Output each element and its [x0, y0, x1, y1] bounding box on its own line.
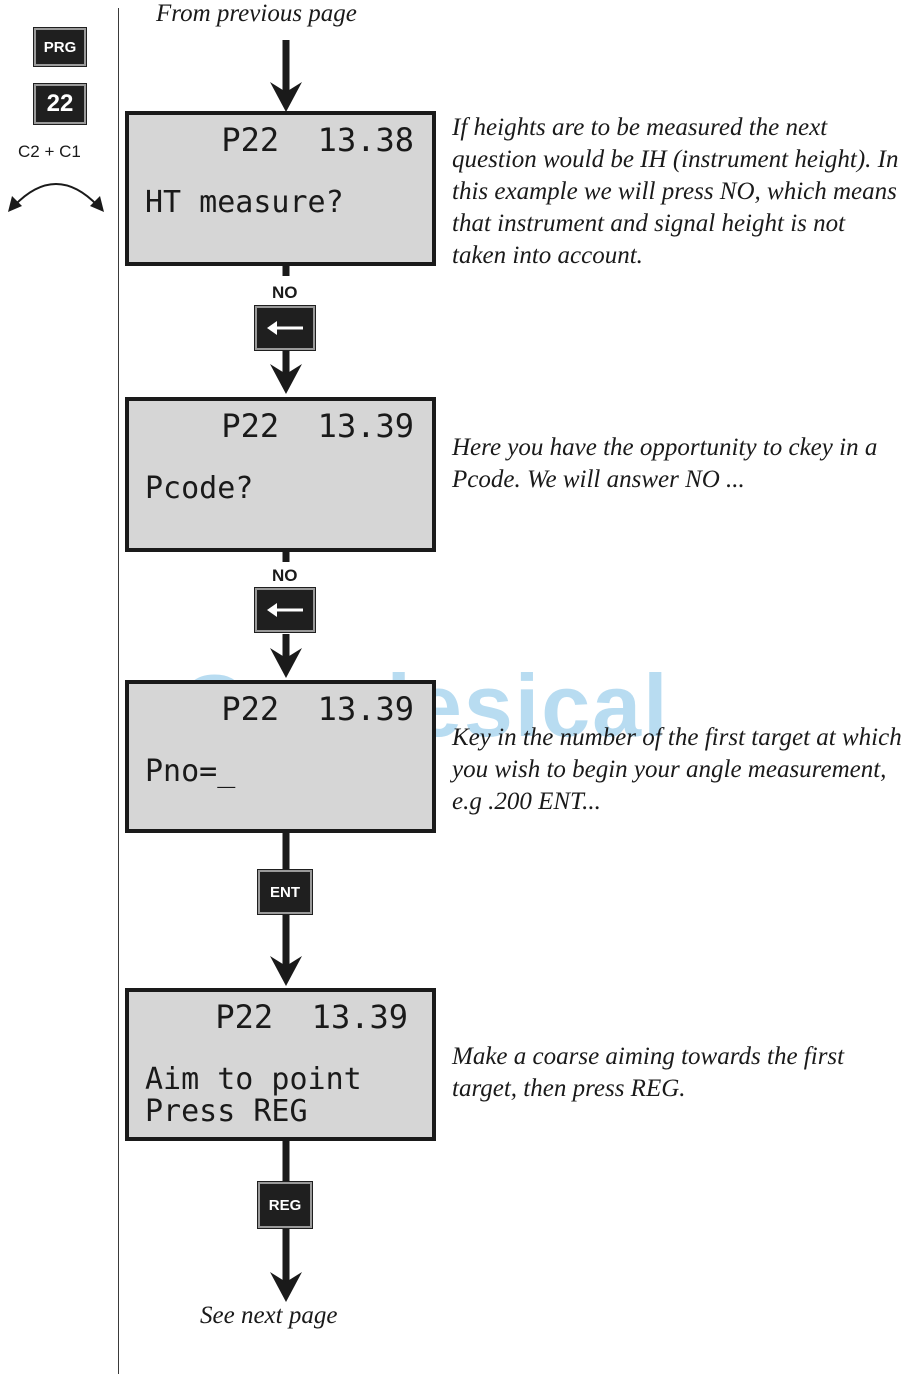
screen-4-line-1: P22 13.39: [215, 998, 408, 1036]
swap-arrow-icon: [8, 183, 104, 212]
reg-key-label: REG: [268, 1196, 302, 1214]
screen-1-line-2: HT measure?: [145, 185, 344, 220]
lcd-screen-2: P22 13.39 Pcode?: [125, 397, 436, 552]
ent-key-label: ENT: [270, 883, 300, 901]
note-3: Key in the number of the first target at…: [452, 724, 902, 815]
left-arrow-icon: [267, 321, 303, 335]
screen-3-line-1: P22 13.39: [221, 690, 414, 728]
no-key-2: [254, 587, 316, 633]
screen-2-line-1: P22 13.39: [221, 407, 414, 445]
lcd-screen-1: P22 13.38 HT measure?: [125, 111, 436, 266]
margin-divider: [118, 8, 119, 1374]
program-number-key: 22: [33, 83, 87, 125]
left-arrow-icon: [267, 603, 303, 617]
screen-3-line-2: Pno=_: [145, 754, 236, 789]
screen-4-line-3: Press REG: [145, 1094, 308, 1129]
prg-key-label: PRG: [43, 38, 77, 56]
from-previous-caption: From previous page: [156, 0, 357, 27]
no-label-2: NO: [272, 566, 298, 585]
note-1: If heights are to be measured the next q…: [452, 114, 899, 269]
prg-key: PRG: [33, 27, 87, 67]
key-combo-label: C2 + C1: [18, 142, 81, 161]
note-4: Make a coarse aiming towards the first t…: [452, 1043, 845, 1102]
no-key-1: [254, 305, 316, 351]
screen-4-line-2: Aim to point: [145, 1062, 362, 1097]
lcd-screen-4: P22 13.39 Aim to point Press REG: [125, 988, 436, 1141]
no-label-1: NO: [272, 283, 298, 302]
screen-1-line-1: P22 13.38: [221, 121, 414, 159]
see-next-caption: See next page: [200, 1302, 338, 1329]
lcd-screen-3: P22 13.39 Pno=_: [125, 680, 436, 833]
program-number-label: 22: [46, 90, 74, 117]
ent-key: ENT: [257, 869, 313, 915]
screen-2-line-2: Pcode?: [145, 471, 254, 506]
reg-key: REG: [257, 1181, 313, 1229]
note-2: Here you have the opportunity to ckey in…: [452, 434, 878, 493]
